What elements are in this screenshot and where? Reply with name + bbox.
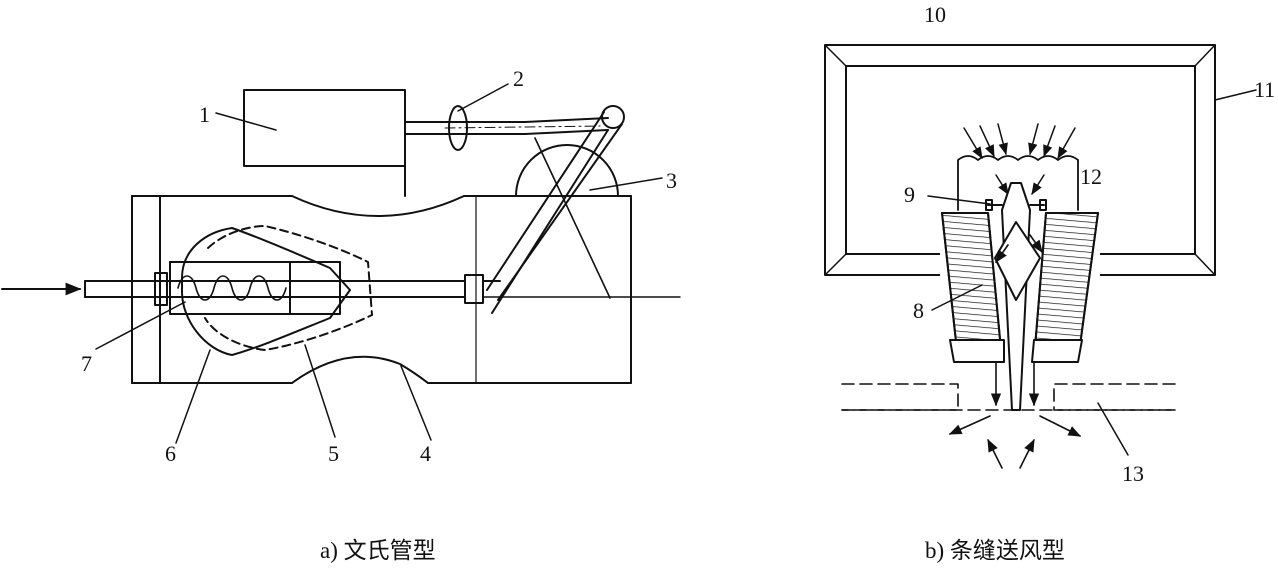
seal-ring bbox=[448, 105, 468, 151]
leader-lines-right bbox=[927, 89, 1257, 456]
diverging-flow-arrows bbox=[948, 415, 1082, 469]
spring-coil bbox=[177, 275, 287, 301]
label-4: 4 bbox=[420, 441, 431, 466]
label-1: 1 bbox=[199, 102, 210, 127]
label-2: 2 bbox=[513, 66, 524, 91]
label-8: 8 bbox=[913, 298, 924, 323]
cone-shaft bbox=[84, 272, 681, 306]
label-13: 13 bbox=[1122, 461, 1144, 486]
venturi-type-diagram bbox=[1, 83, 681, 444]
diagonal-line bbox=[534, 137, 611, 299]
caption-venturi-type: a) 文氏管型 bbox=[320, 538, 436, 563]
label-12: 12 bbox=[1080, 164, 1102, 189]
cone-dashed bbox=[204, 225, 373, 351]
dome-cover bbox=[515, 144, 619, 197]
venturi-duct bbox=[131, 195, 632, 384]
slot-supply-diagram bbox=[824, 44, 1257, 469]
outlet-jets bbox=[990, 234, 1043, 407]
part-number-labels: 1 2 3 4 5 6 7 8 9 10 11 12 13 bbox=[81, 2, 1275, 486]
actuator-rod bbox=[404, 117, 609, 135]
nozzle-housing bbox=[957, 155, 1079, 211]
right-coil bbox=[1031, 212, 1099, 363]
label-9: 9 bbox=[904, 182, 915, 207]
label-7: 7 bbox=[81, 351, 92, 376]
flange bbox=[985, 199, 1047, 211]
label-10: 10 bbox=[924, 2, 946, 27]
label-6: 6 bbox=[165, 441, 176, 466]
actuator-box bbox=[243, 89, 406, 167]
caption-slot-supply-type: b) 条缝送风型 bbox=[925, 538, 1065, 563]
central-spindle bbox=[994, 182, 1041, 411]
incoming-air-arrows bbox=[963, 123, 1076, 196]
leader-lines-left bbox=[95, 83, 663, 444]
linkage-arm bbox=[486, 105, 625, 314]
label-3: 3 bbox=[666, 168, 677, 193]
cone-solid bbox=[181, 227, 351, 356]
worktable-dashed bbox=[841, 383, 1176, 411]
label-5: 5 bbox=[328, 441, 339, 466]
label-11: 11 bbox=[1254, 77, 1275, 102]
left-coil bbox=[941, 212, 1005, 363]
